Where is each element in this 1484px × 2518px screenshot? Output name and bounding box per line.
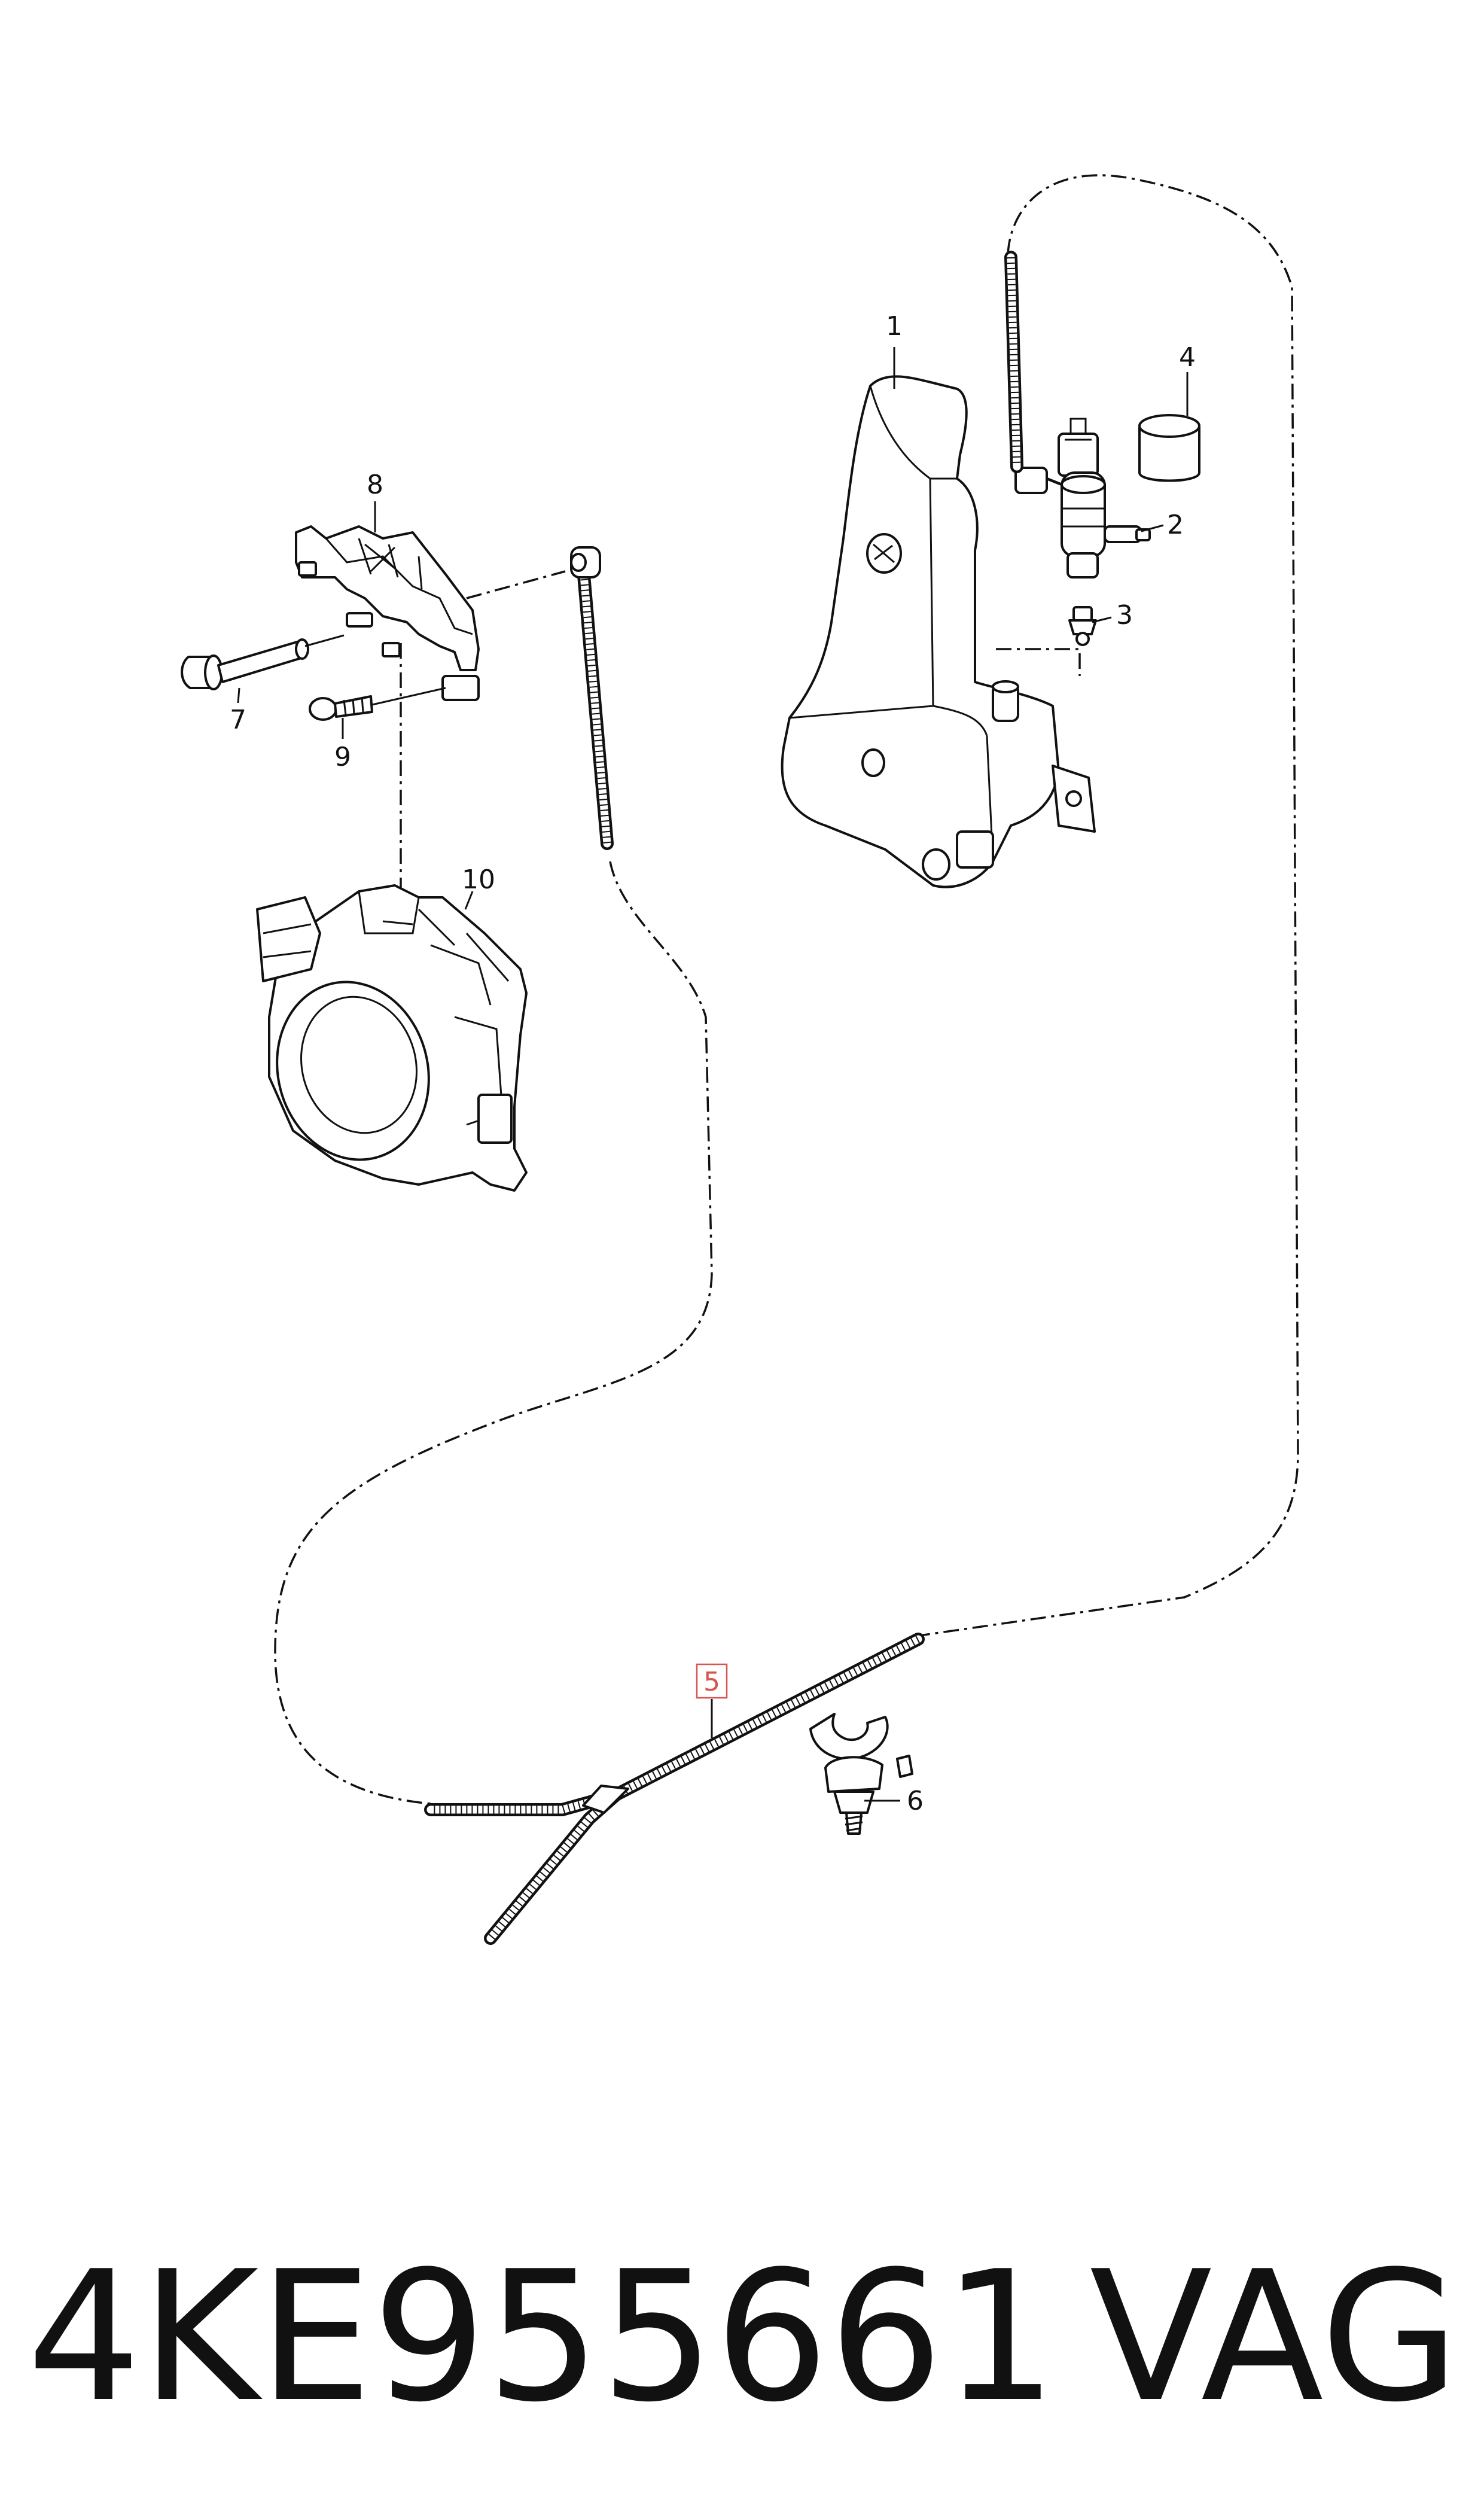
routing-line-pump-to-main-hose <box>915 174 1299 1637</box>
pump-grommet <box>1138 414 1200 482</box>
part-number: 4KE955661 <box>27 2233 1057 2441</box>
leader-lines <box>237 347 1189 1802</box>
callout-4: 4 <box>1179 342 1196 373</box>
push-pin <box>181 634 345 690</box>
callout-3: 3 <box>1116 600 1133 631</box>
sensor-unit <box>256 884 528 1192</box>
leader-3 <box>1092 616 1112 623</box>
leader-2 <box>1141 524 1164 532</box>
mounting-bracket <box>295 525 480 701</box>
callout-labels: 1 2 3 4 5 6 7 8 9 10 <box>230 311 1196 1816</box>
brand-name: VAG <box>1090 2233 1459 2441</box>
routing-line-bracket-hose <box>274 861 713 1805</box>
washer-fluid-reservoir <box>781 375 1096 888</box>
nozzle-fitting <box>1068 606 1097 646</box>
routing-line-reservoir-to-nozzle <box>996 648 1081 676</box>
callout-7: 7 <box>230 705 246 735</box>
callout-1: 1 <box>886 311 903 342</box>
hose-lines <box>424 251 1023 1945</box>
callout-5-highlight-box <box>696 1663 728 1699</box>
routing-line-bracket-arm <box>466 570 566 599</box>
washer-pump <box>1014 418 1151 578</box>
callout-6: 6 <box>907 1786 924 1816</box>
callout-8: 8 <box>367 470 383 500</box>
mounting-screw <box>309 687 446 721</box>
leader-10 <box>464 891 474 910</box>
callout-5: 5 <box>703 1667 720 1697</box>
routing-lines <box>274 174 1299 1805</box>
hose-clip <box>809 1713 913 1835</box>
leader-7 <box>237 687 240 704</box>
callout-9: 9 <box>334 742 351 772</box>
callout-2: 2 <box>1167 510 1184 540</box>
callout-10: 10 <box>462 864 495 895</box>
